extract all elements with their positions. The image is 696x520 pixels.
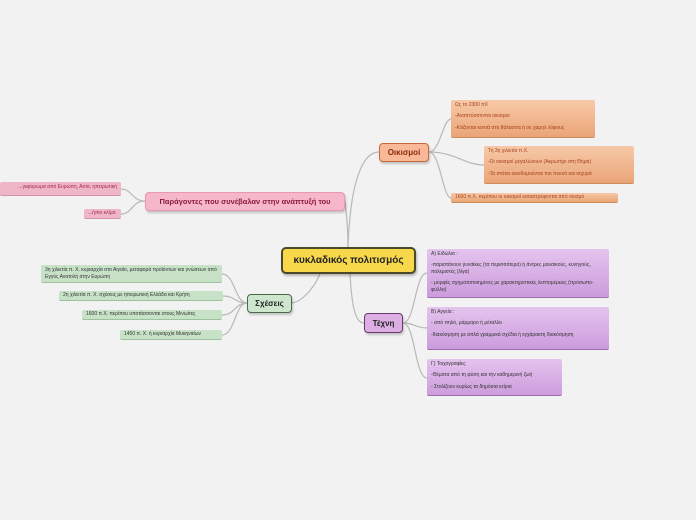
subtopic-line: Β) Αγγεία : <box>431 309 455 315</box>
branch-scheseis[interactable]: Σχέσεις <box>247 294 292 313</box>
subtopic-techni-eidolia[interactable]: Α) Ειδώλια : -παριστάνουν γυναίκες (τα π… <box>427 249 609 298</box>
central-topic[interactable]: κυκλαδικός πολιτισμός <box>281 247 416 274</box>
branch-paragontes[interactable]: Παράγοντες που συνέβαλαν στην ανάπτυξή τ… <box>145 192 345 211</box>
subtopic-line: 1450 π. Χ. ή κυριαρχία Μυκηναίων <box>124 331 202 337</box>
subtopic-oikismoi-3[interactable]: 1600 π.Χ. περίπου οι οικισμοί καταστρέφο… <box>451 193 618 203</box>
subtopic-line: -Κτίζονται κοντά στη θάλασσα ή σε χαμηλ … <box>455 124 565 131</box>
subtopic-line: Τη 3η χιλιετία π.Χ. <box>488 148 529 154</box>
subtopic-line: Ως το 2300 πΧ <box>455 102 488 108</box>
subtopic-line: 1600 π.Χ. περίπου υποτάσσονται στους Μιν… <box>86 311 196 317</box>
subtopic-line: -Τα σπίτια οικοδομούνται πιο πυκνά και ι… <box>488 170 592 177</box>
subtopic-line: -Αναπτύσσονται οικισμοι <box>455 113 510 120</box>
subtopic-line: 1600 π.Χ. περίπου οι οικισμοί καταστρέφο… <box>455 194 585 200</box>
subtopic-line: - Στολίζουν κυρίως τα δημόσια κτίρια <box>431 383 512 390</box>
subtopic-line: -Οι οικισμοί μεγαλώνουν (Ακρωτήρι στη Θή… <box>488 159 592 166</box>
subtopic-line: -διακόσμηση με απλά γραμμικά σχέδια ή εγ… <box>431 331 574 338</box>
subtopic-scheseis-4[interactable]: 1450 π. Χ. ή κυριαρχία Μυκηναίων <box>120 330 222 340</box>
subtopic-line: 3η χιλιετία π. Χ. κυριαρχία στο Αιγαίο, … <box>45 267 217 280</box>
subtopic-line: Α) Ειδώλια : <box>431 251 458 257</box>
subtopic-scheseis-2[interactable]: 2η χιλιετία π. Χ. σχέσεις με ηπειρωτική … <box>59 291 223 301</box>
branch-techni[interactable]: Τέχνη <box>364 313 403 333</box>
subtopic-line: ...γεφύρωμα από Ευρώπη, Ασία, ηπειρωτική <box>18 184 117 190</box>
subtopic-oikismoi-1[interactable]: Ως το 2300 πΧ -Αναπτύσσονται οικισμοι -Κ… <box>451 100 595 138</box>
subtopic-line: 2η χιλιετία π. Χ. σχέσεις με ηπειρωτική … <box>63 292 190 298</box>
subtopic-line: - από πηλό, μάρμαρο ή μέταλλο <box>431 320 502 327</box>
subtopic-line: ...ήπιο κλίμα <box>88 210 116 216</box>
subtopic-line: -παριστάνουν γυναίκες (τα περισσότερα) ή… <box>431 262 591 275</box>
branch-oikismoi[interactable]: Οικισμοί <box>379 143 429 162</box>
subtopic-scheseis-1[interactable]: 3η χιλιετία π. Χ. κυριαρχία στο Αιγαίο, … <box>41 265 222 283</box>
subtopic-techni-toichografies[interactable]: Γ) Τοιχογραφίες -Θέματα από τη φύση και … <box>427 359 562 396</box>
subtopic-line: - μορφές σχηματοποιημένες με χαρακτηριστ… <box>431 280 594 293</box>
subtopic-oikismoi-2[interactable]: Τη 3η χιλιετία π.Χ. -Οι οικισμοί μεγαλών… <box>484 146 634 184</box>
subtopic-paragontes-2[interactable]: ...ήπιο κλίμα <box>84 209 121 219</box>
subtopic-paragontes-1[interactable]: ...γεφύρωμα από Ευρώπη, Ασία, ηπειρωτική <box>0 182 121 196</box>
subtopic-line: -Θέματα από τη φύση και την καθημερινή ζ… <box>431 372 533 379</box>
subtopic-scheseis-3[interactable]: 1600 π.Χ. περίπου υποτάσσονται στους Μιν… <box>82 310 222 320</box>
subtopic-line: Γ) Τοιχογραφίες <box>431 361 466 367</box>
subtopic-techni-angeia[interactable]: Β) Αγγεία : - από πηλό, μάρμαρο ή μέταλλ… <box>427 307 609 350</box>
